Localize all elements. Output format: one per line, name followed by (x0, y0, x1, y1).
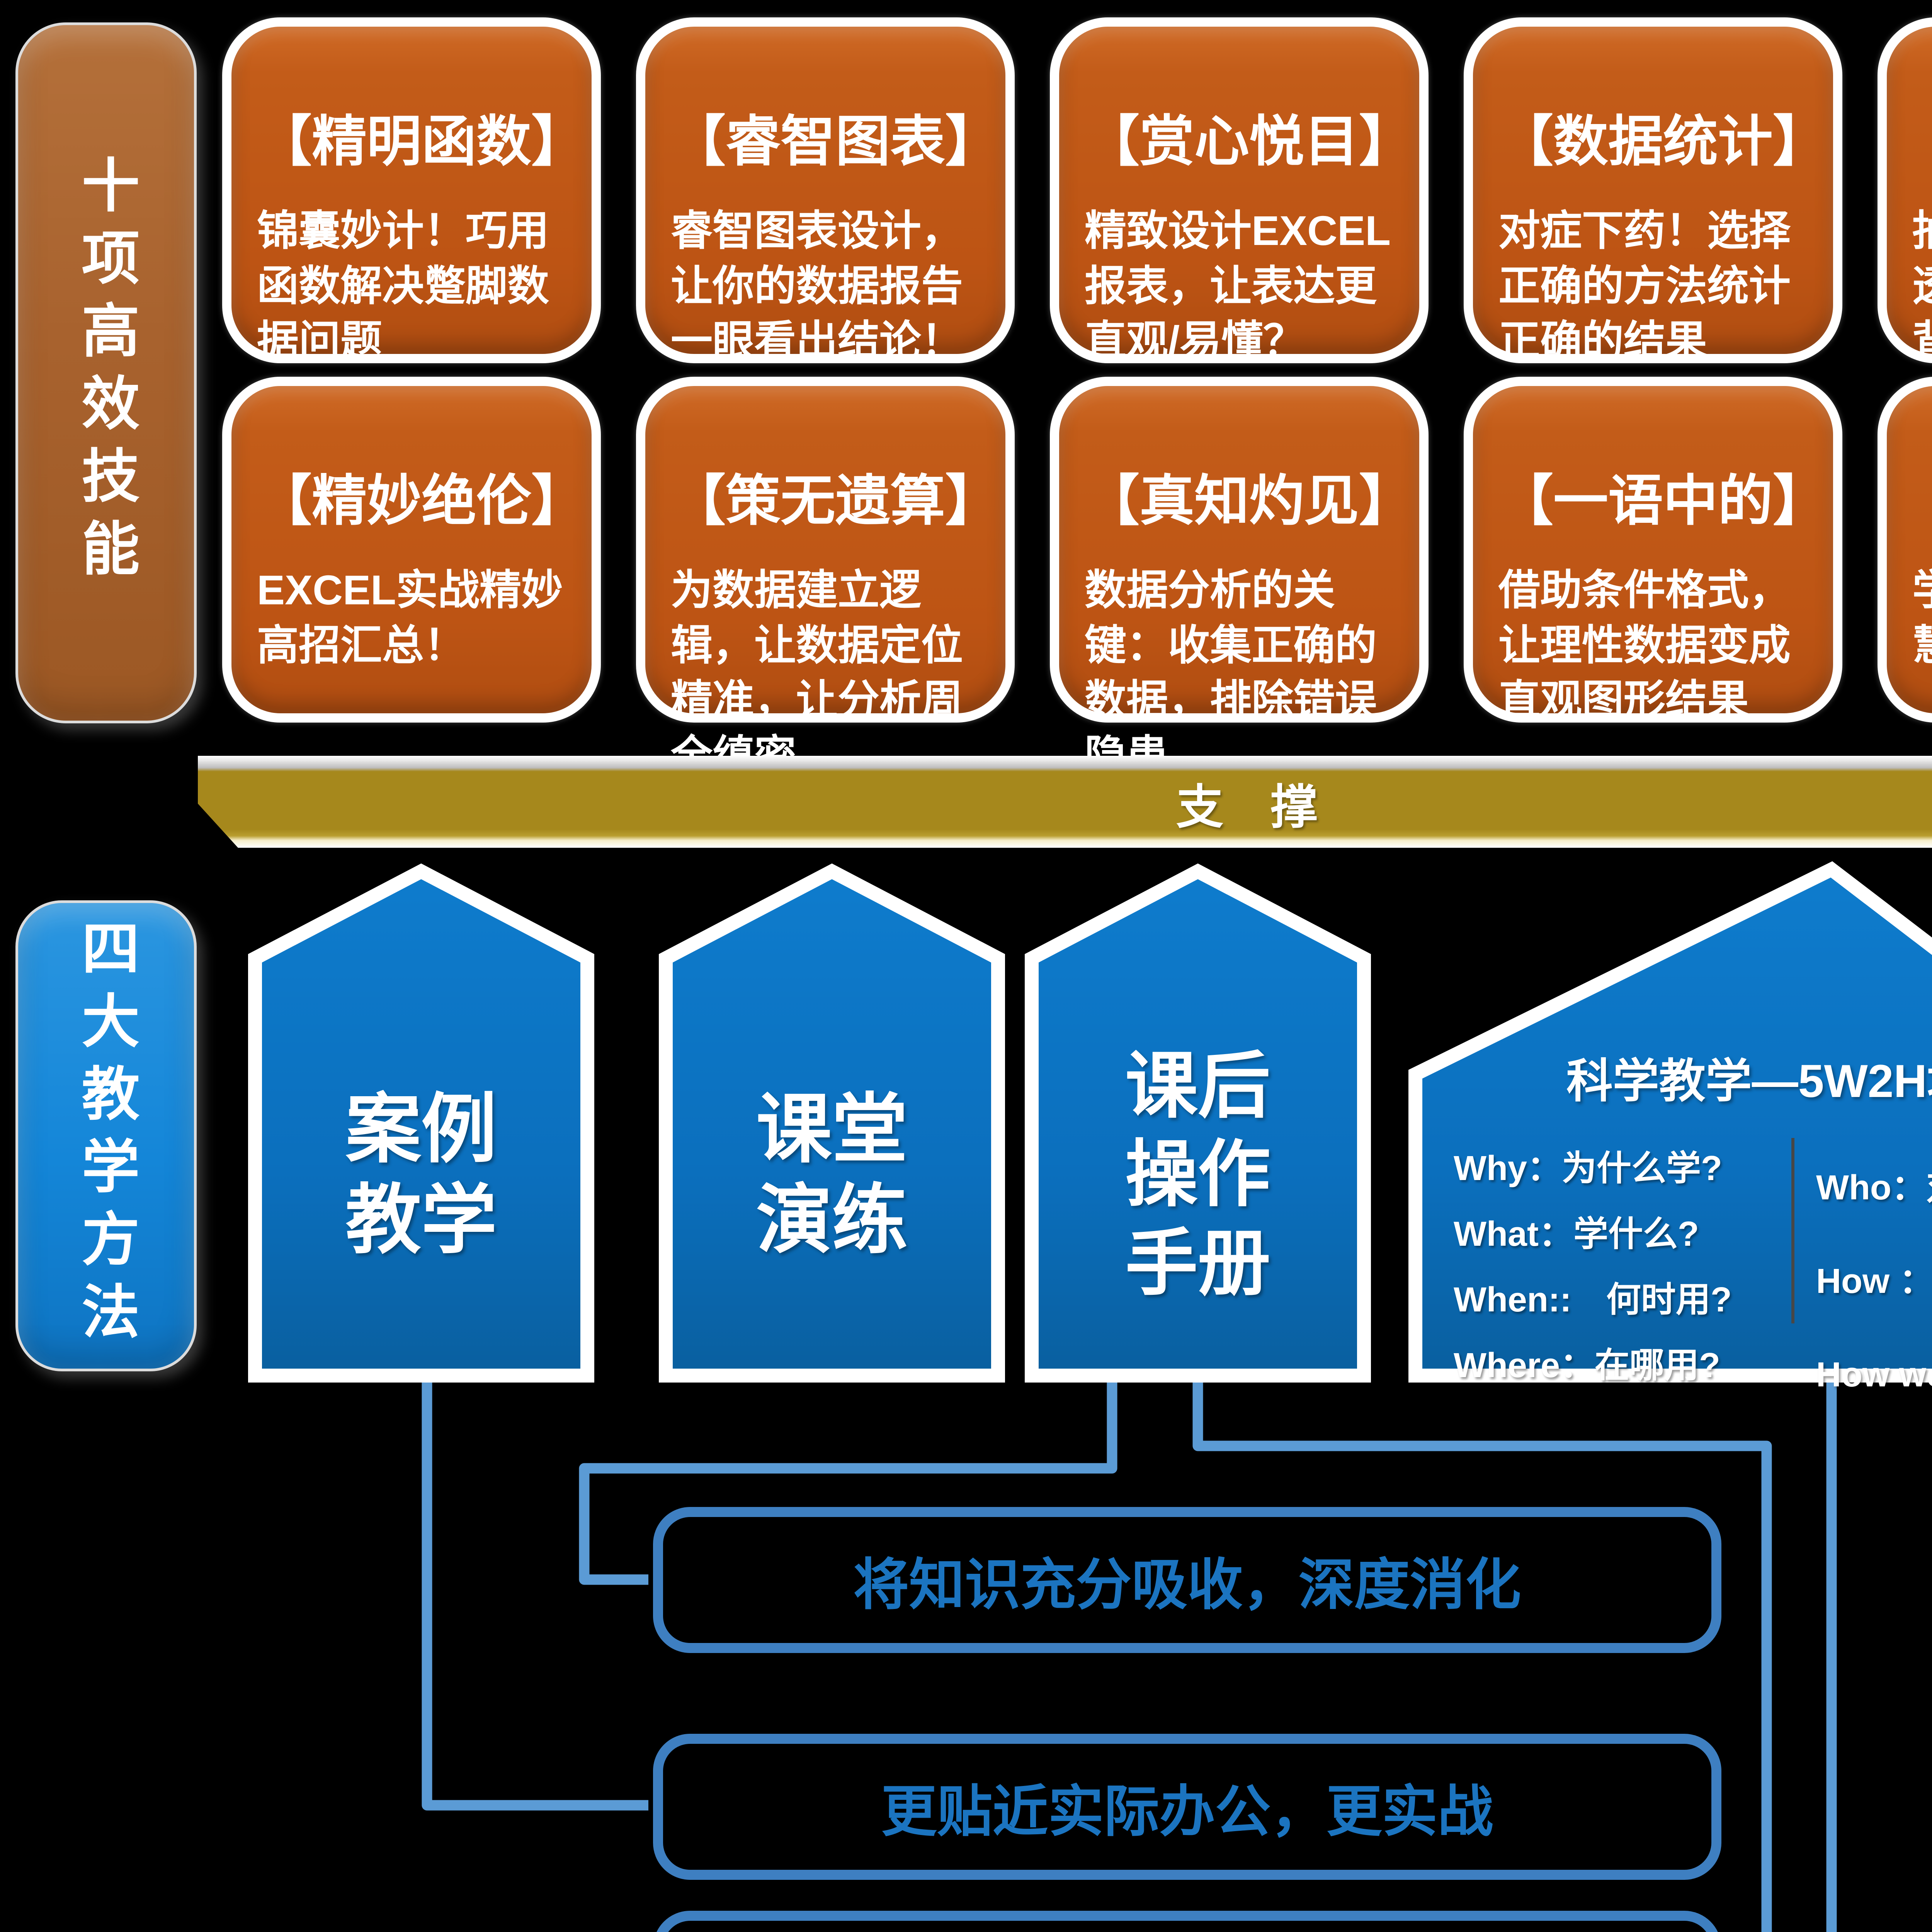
skill-card-title: 【慧心巧思】 (1912, 469, 1932, 532)
5w2h-item: What：学什么? (1454, 1215, 1699, 1253)
house-line: 演练 (756, 1178, 908, 1262)
skill-card-title: 【一语中的】 (1498, 470, 1828, 532)
skill-card-desc: 精致设计EXCEL报表，让表达更直观/易懂？ (1085, 207, 1391, 364)
connector-lines (422, 1379, 1837, 1932)
skill-card-title: 【精明函数】 (257, 111, 586, 172)
house-shape-5w2h (1408, 861, 1932, 1383)
skill-card-title: 【数据统计】 (1498, 111, 1828, 172)
outcome-box-practical: 更贴近实际办公，更实战 (653, 1734, 1721, 1880)
house-line: 手册 (1125, 1222, 1270, 1304)
outcome-box-absorb: 将知识充分吸收，深度消化 (653, 1507, 1721, 1653)
5w2h-left-column: Why：为什么学? What：学什么? When:: 何时用? Where：在哪… (1454, 1140, 1786, 1403)
5w2h-item: Why：为什么学? (1454, 1149, 1722, 1188)
5w2h-item: How well：怎么用好? (1816, 1355, 1932, 1394)
house-shape-manual (1025, 863, 1371, 1383)
skill-card-desc: 对症下药！选择正确的方法统计正确的结果 (1498, 207, 1791, 364)
skill-card: 【数据统计】 对症下药！选择正确的方法统计正确的结果 (1464, 17, 1842, 364)
5w2h-title: 科学教学—5W2H培训方法 (1566, 1055, 1932, 1107)
5w2h-item: How ：怎么用? (1816, 1262, 1932, 1301)
skill-card-title: 【真知灼见】 (1085, 470, 1414, 532)
skill-card: 【赏心悦目】 精致设计EXCEL报表，让表达更直观/易懂？ (1050, 17, 1429, 364)
skill-card-desc: EXCEL实战精妙高招汇总！ (257, 566, 563, 668)
skill-card: 【策无遗算】 为数据建立逻辑，让数据定位精准，让分析周全缜密 (636, 377, 1015, 779)
skill-card: 【睿智图表】 睿智图表设计，让你的数据报告一眼看出结论！ (636, 17, 1015, 364)
skill-card-desc: 学好EXCEL的智慧与方法？ (1912, 563, 1932, 673)
house-classroom-drill: 课堂 演练 (666, 1005, 998, 1345)
skill-card: 【精妙绝伦】 EXCEL实战精妙高招汇总！ (222, 377, 601, 723)
skill-card-desc: 睿智图表设计，让你的数据报告一眼看出结论！ (671, 207, 963, 364)
house-line: 操作 (1125, 1134, 1270, 1215)
connector-classroom-drill (579, 1379, 1117, 1585)
house-after-class-manual: 课后 操作 手册 (1032, 989, 1364, 1360)
5w2h-item: Who：对谁用? (1816, 1168, 1932, 1207)
house-line: 案例 (345, 1087, 497, 1172)
house-shape-classroom-drill (659, 863, 1005, 1383)
skill-card-title: 【睿智图表】 (671, 111, 1000, 172)
skill-card-desc: 抽丝剥茧！数据透视，揭示数据背后的结果 (1912, 203, 1932, 369)
skill-card: 【真知灼见】 数据分析的关键：收集正确的数据，排除错误隐患 (1050, 377, 1429, 779)
skill-card: 【一语中的】 借助条件格式，让理性数据变成直观图形结果 (1464, 377, 1842, 723)
methods-side-label: 四大教学方法 (15, 900, 197, 1371)
outcome-box-reference: 避免课后遗忘，有据可查 (653, 1911, 1721, 1932)
connector-5w2h (1826, 1379, 1837, 1932)
skill-card-title: 【赏心悦目】 (1085, 111, 1414, 172)
skill-card-desc: 锦囊妙计！巧用函数解决蹩脚数据问题 (257, 207, 549, 364)
house-case-teaching: 案例 教学 (255, 1005, 587, 1345)
skill-card-title: 【精妙绝伦】 (257, 470, 586, 532)
5w2h-divider (1791, 1138, 1794, 1323)
skill-card-title: 【数据分析】 (1912, 110, 1932, 173)
house-line: 教学 (345, 1178, 497, 1262)
connector-case-teaching (422, 1379, 648, 1811)
5w2h-item: Where：在哪用? (1454, 1346, 1721, 1385)
support-ribbon: 支 撑 (198, 756, 1932, 848)
support-ribbon-label: 支 撑 (1176, 781, 1318, 833)
skill-card: 【精明函数】 锦囊妙计！巧用函数解决蹩脚数据问题 (222, 17, 601, 364)
skill-card-desc: 数据分析的关键：收集正确的数据，排除错误隐患 (1085, 566, 1377, 779)
skill-card-title: 【策无遗算】 (671, 470, 1000, 532)
house-line: 课堂 (756, 1087, 908, 1172)
skill-card: 【数据分析】 抽丝剥茧！数据透视，揭示数据背后的结果 (1878, 17, 1932, 364)
connector-manual (1192, 1379, 1772, 1932)
skill-card: 【慧心巧思】 学好EXCEL的智慧与方法？ (1878, 377, 1932, 723)
5w2h-right-column: Who：对谁用? How ：怎么用? How well：怎么用好? (1816, 1159, 1932, 1440)
house-line: 课后 (1125, 1045, 1270, 1126)
skill-card-desc: 借助条件格式，让理性数据变成直观图形结果 (1498, 566, 1791, 724)
5w2h-item: When:: 何时用? (1454, 1281, 1732, 1319)
skills-side-label: 十项高效技能 (15, 22, 197, 723)
house-shape-case-teaching (248, 863, 594, 1383)
